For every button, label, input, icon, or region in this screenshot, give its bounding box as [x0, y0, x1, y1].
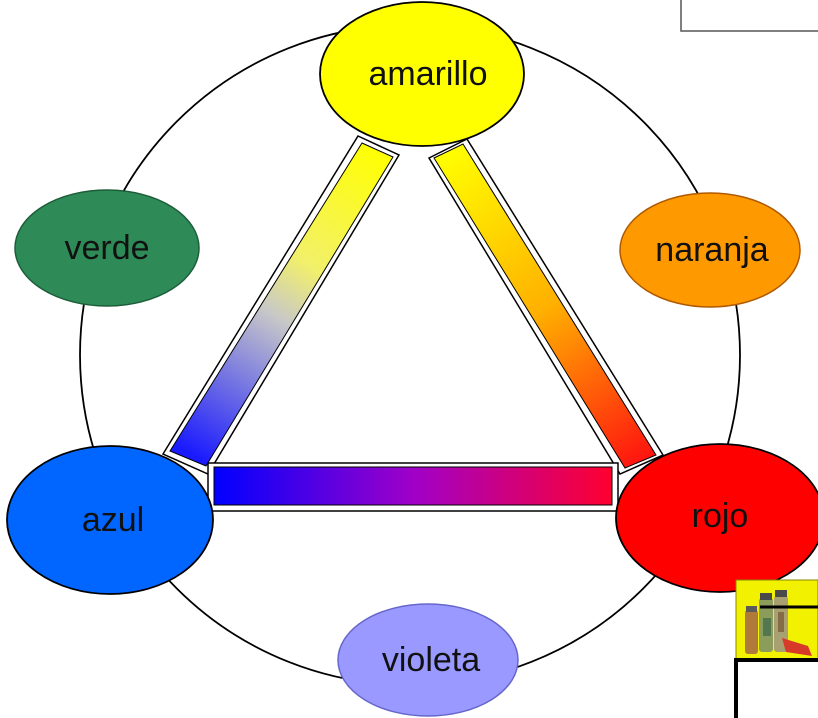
- label-amarillo: amarillo: [368, 55, 487, 93]
- frame-bracket: [734, 658, 818, 718]
- label-azul: azul: [82, 501, 144, 539]
- node-azul: azul: [6, 445, 214, 595]
- label-rojo: rojo: [692, 497, 749, 535]
- node-verde: verde: [14, 189, 200, 307]
- node-naranja: naranja: [619, 192, 801, 308]
- bar-azul-rojo: [207, 462, 619, 512]
- frame-box: [680, 0, 818, 32]
- bar-amarillo-rojo: [427, 138, 665, 475]
- node-violeta: violeta: [337, 603, 519, 717]
- node-rojo: rojo: [615, 443, 818, 593]
- paint-tubes-icon: [735, 579, 818, 661]
- label-violeta: violeta: [382, 641, 480, 679]
- label-naranja: naranja: [655, 231, 769, 269]
- node-amarillo: amarillo: [319, 1, 525, 147]
- label-verde: verde: [64, 229, 149, 267]
- bar-amarillo-azul: [161, 135, 401, 475]
